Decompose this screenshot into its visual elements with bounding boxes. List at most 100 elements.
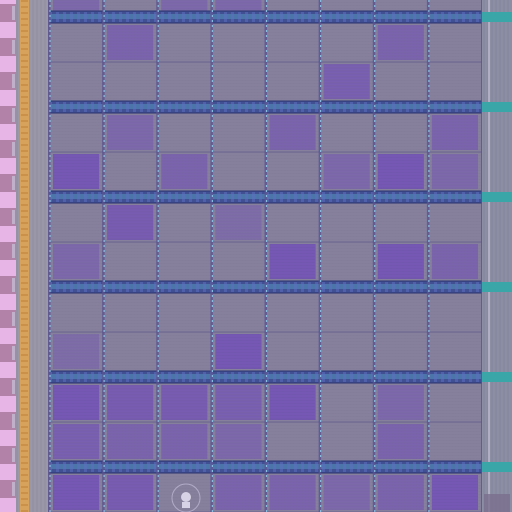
row-band-via (84, 372, 87, 382)
row-band-via (434, 462, 437, 472)
left-strip-pad (12, 414, 15, 428)
row-band-via (231, 102, 234, 112)
orange-rail-tick (21, 222, 28, 224)
orange-rail-tick (21, 342, 28, 344)
row-band-via (189, 12, 192, 22)
column-stripe-shadow (102, 0, 105, 512)
row-band-via (91, 192, 94, 202)
row-band-via (259, 12, 262, 22)
row-band-via (140, 282, 143, 292)
orange-rail-tick (21, 42, 28, 44)
row-band-via (322, 282, 325, 292)
row-band-via (448, 192, 451, 202)
row-band-via (371, 12, 374, 22)
row-band-via (301, 462, 304, 472)
row-band-via (378, 12, 381, 22)
row-band-via (252, 462, 255, 472)
right-power-rail (482, 0, 512, 512)
row-band-via (287, 462, 290, 472)
row-band-via (182, 12, 185, 22)
orange-rail-tick (21, 6, 28, 8)
row-band-via (119, 282, 122, 292)
row-band-via (126, 102, 129, 112)
left-strip-pad (12, 74, 15, 88)
row-band-via (63, 372, 66, 382)
dense-logic-cell (53, 334, 100, 369)
row-band-via (399, 102, 402, 112)
row-band-via (126, 192, 129, 202)
row-band-via (168, 372, 171, 382)
row-band-via (133, 462, 136, 472)
row-band-via (154, 192, 157, 202)
row-band-via (70, 102, 73, 112)
row-band-via (287, 372, 290, 382)
orange-rail-tick (21, 384, 28, 386)
row-band-via (280, 282, 283, 292)
row-band-via (329, 12, 332, 22)
row-band-via (147, 192, 150, 202)
row-band-via (196, 372, 199, 382)
orange-rail-tick (21, 336, 28, 338)
row-band-via (350, 102, 353, 112)
row-band-via (224, 462, 227, 472)
orange-rail-tick (21, 246, 28, 248)
row-band-via (294, 102, 297, 112)
row-band-via (231, 462, 234, 472)
row-band-via (56, 12, 59, 22)
row-band-via (343, 192, 346, 202)
orange-rail-tick (21, 120, 28, 122)
row-band-via (406, 192, 409, 202)
row-band-via (140, 102, 143, 112)
row-band-via (406, 12, 409, 22)
orange-rail-tick (21, 498, 28, 500)
row-band-via (56, 192, 59, 202)
row-band-via (245, 12, 248, 22)
row-band-via (322, 372, 325, 382)
orange-rail-tick (21, 432, 28, 434)
orange-rail-tick (21, 204, 28, 206)
right-rail-marker (482, 462, 512, 472)
row-band-via (399, 282, 402, 292)
row-band-via (420, 12, 423, 22)
row-band-via (224, 12, 227, 22)
row-band-via (434, 102, 437, 112)
row-band-via (399, 372, 402, 382)
row-band-via (189, 192, 192, 202)
orange-rail-tick (21, 252, 28, 254)
row-band-via (238, 102, 241, 112)
row-band-via (91, 282, 94, 292)
row-band-via (140, 192, 143, 202)
orange-rail-tick (21, 420, 28, 422)
row-band-via (455, 12, 458, 22)
orange-rail-tick (21, 486, 28, 488)
row-band-via (91, 372, 94, 382)
row-band-via (378, 192, 381, 202)
dense-logic-cell (161, 0, 208, 11)
row-band-via (126, 282, 129, 292)
row-band-via (105, 372, 108, 382)
row-band-via (175, 102, 178, 112)
dense-logic-cell (107, 385, 154, 420)
row-band-via (462, 462, 465, 472)
row-band-via (280, 462, 283, 472)
row-band-via (161, 462, 164, 472)
row-band-via (301, 102, 304, 112)
row-band-via (147, 462, 150, 472)
row-band-via (70, 372, 73, 382)
orange-rail-tick (21, 372, 28, 374)
row-band-via (322, 462, 325, 472)
left-strip-pad (12, 278, 15, 292)
row-band-via (469, 102, 472, 112)
orange-rail-tick (21, 48, 28, 50)
row-band-via (294, 12, 297, 22)
row-band-via (455, 462, 458, 472)
orange-rail-tick (21, 282, 28, 284)
row-band-via (392, 12, 395, 22)
dense-logic-cell (377, 424, 424, 459)
dense-logic-cell (323, 64, 370, 99)
orange-rail-tick (21, 330, 28, 332)
row-band-via (280, 12, 283, 22)
row-band-via (441, 102, 444, 112)
